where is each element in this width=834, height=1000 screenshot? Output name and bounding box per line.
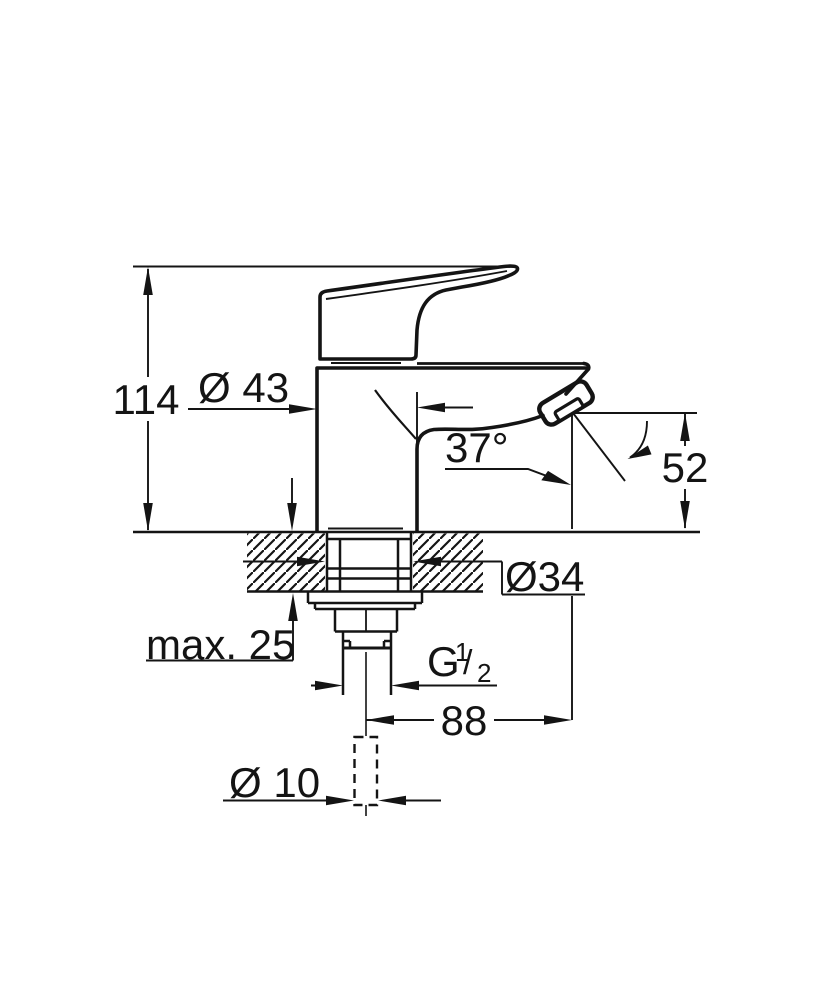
outlet-height-label: 52 [662, 444, 709, 491]
arrowhead-outlet-height-top [680, 413, 690, 441]
lever-handle [318, 264, 520, 361]
total-height-label: 114 [113, 376, 180, 423]
arrowhead-height-bottom [143, 503, 153, 531]
angle-arc-arrow [629, 420, 648, 459]
faucet-outline [315, 264, 595, 533]
dimension-labels: 114 Ø 43 37° 52 Ø34 max. 25 G 1 / 2 88 Ø… [113, 364, 709, 806]
arrowhead-hole-left [297, 556, 325, 567]
spout-angle-label: 37° [445, 424, 509, 471]
hose-diameter-label: Ø 10 [229, 759, 320, 806]
arrowhead-angle-arc [627, 445, 652, 459]
arrowhead-hole-right [413, 556, 441, 567]
arrowhead-thread-right [391, 680, 419, 691]
threaded-tailpiece [341, 648, 393, 695]
hole-diameter-line-right [440, 560, 585, 596]
thread-slash-label: / [463, 644, 473, 682]
body-diameter-label: Ø 43 [198, 364, 289, 411]
mounting-flange-step1 [306, 592, 424, 605]
spout-tip-edge [564, 361, 591, 396]
arrowhead-reach-right [544, 715, 572, 725]
arrowhead-reach-left [366, 715, 394, 725]
arrowhead-hose-right [378, 795, 406, 806]
aerator-housing [537, 379, 595, 427]
mounting-shank [306, 533, 424, 736]
lever-top-chamfer-line [325, 270, 508, 300]
dimension-lines [133, 265, 697, 806]
counter-thickness-leader [146, 618, 294, 662]
arrowhead-hose-left [326, 795, 354, 806]
arrowhead-body-diameter-right [417, 402, 445, 413]
thread-collar [341, 631, 393, 648]
mounting-flange-step2 [313, 603, 417, 611]
arrowhead-height-top [143, 267, 153, 295]
arrowhead-counter-bottom [288, 593, 298, 621]
shank-washer [327, 567, 411, 580]
arrowhead-body-diameter-left [289, 404, 317, 414]
supply-hose [353, 735, 379, 816]
counter-thickness-label: max. 25 [146, 621, 295, 668]
shank-outer-walls [325, 533, 413, 592]
hose-dashed-outline [353, 735, 379, 807]
arrowhead-thread-left [315, 680, 343, 691]
thread-letter-label: G [427, 638, 460, 685]
thread-denominator-label: 2 [477, 658, 491, 688]
thread-numerator-label: 1 [455, 637, 469, 667]
shank-inner-walls [338, 539, 400, 592]
arrowhead-outlet-height-bottom [680, 501, 690, 529]
body-spout-transition-curve [374, 389, 417, 440]
arrowhead-counter-top [287, 503, 297, 531]
arrowhead-angle-leader [541, 470, 571, 485]
flow-direction-line [572, 412, 626, 482]
spout-underside [415, 413, 545, 533]
spout-reach-label: 88 [441, 697, 488, 744]
shank-diameter-label: Ø34 [505, 553, 584, 600]
